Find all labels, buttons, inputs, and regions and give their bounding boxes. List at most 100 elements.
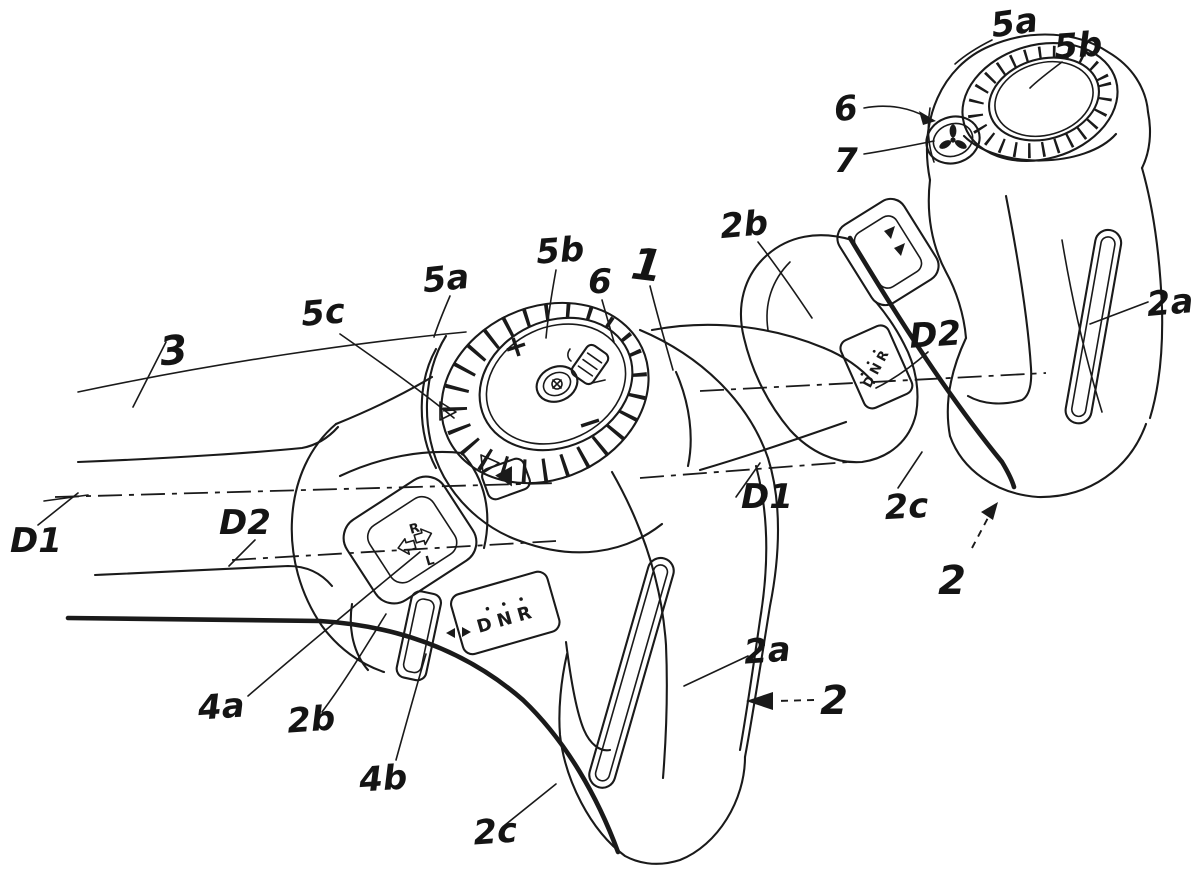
ref-label-2a-left: 2a (743, 629, 792, 672)
stripe-button-bars-icon (577, 352, 603, 377)
armrest-top-edge (76, 425, 340, 464)
left-grip-front-edge (738, 464, 768, 752)
armrest-front-edge (65, 615, 621, 855)
ref-label-2-right: 2 (938, 558, 966, 604)
dial-face-inner-edge (485, 323, 627, 445)
right-head-right-edge (1140, 110, 1152, 170)
left-groove-inner (594, 564, 669, 782)
pod-panel-right (460, 451, 489, 550)
bezel-rect-button-icon (495, 466, 512, 487)
bridge-bottom-edge (698, 420, 848, 472)
bridge-top-edge (650, 323, 826, 350)
leader-2a-right (1089, 301, 1149, 325)
axis-d1-slash (37, 492, 79, 526)
lever-3-slash (132, 341, 167, 408)
right-neck-left-edge (927, 178, 968, 340)
rotary-dial-left: + − (420, 301, 664, 554)
bezel-rect-button-body (481, 457, 531, 501)
ref-label-5a-mid: 5a (421, 257, 472, 302)
leader-2-right-dash (971, 513, 991, 549)
ref-label-d1-mid: D1 (741, 477, 793, 517)
thumb-rocker-pad (836, 197, 940, 307)
leader-6-arrowhead (919, 111, 936, 125)
right-groove-outline (1064, 228, 1123, 425)
ref-label-1: 1 (628, 238, 665, 292)
dial-dash-mark (591, 379, 606, 384)
leader-lines (247, 39, 1149, 826)
axis-d1-left (54, 482, 559, 498)
rocker-pad-shape (342, 475, 478, 605)
armrest-mid-edge (93, 564, 334, 588)
left-pod (290, 375, 489, 674)
right-head-outline (925, 33, 1150, 182)
leader-5a-mid (433, 295, 451, 338)
armrest-lever (65, 331, 621, 855)
pod-panel-top (338, 450, 464, 478)
gear-dot (519, 597, 523, 601)
dial-bezel-inner (420, 347, 438, 470)
rocker-pad-inner (366, 495, 458, 584)
left-grip-inner-edge (610, 470, 668, 780)
ref-label-7-top: 7 (834, 141, 858, 181)
right-groove-inner (1070, 236, 1116, 418)
left-grip-outer-edge (638, 328, 779, 759)
slider-arrow-left-icon (446, 628, 455, 638)
axis-d2-left-slash (228, 539, 256, 567)
leader-1 (649, 285, 674, 371)
gear-panel-right-body (839, 324, 914, 410)
ref-label-2c-right: 2c (884, 486, 930, 528)
right-front-heavy-edge (847, 235, 1017, 490)
right-body-right-edge (1140, 166, 1164, 420)
rocker-l-label: L (424, 553, 436, 570)
left-grip-thumb-hook (564, 640, 612, 752)
pod-left-edge (290, 422, 386, 674)
bezel-rect-button (481, 457, 531, 501)
dial-stripe-button (570, 343, 610, 386)
left-grip-groove (588, 556, 675, 789)
stripe-button-body (570, 343, 610, 386)
ref-label-d1-left: D1 (10, 521, 62, 561)
ref-label-5b-mid: 5b (535, 229, 586, 272)
dial-bezel-bottom (518, 522, 664, 554)
right-grip (847, 33, 1164, 499)
gear-panel-left: DNR (449, 570, 561, 656)
ref-label-4b: 4b (357, 757, 409, 800)
gear-panel-right (839, 324, 914, 410)
ref-label-2b-left: 2b (286, 698, 337, 741)
leader-d2-right (875, 351, 929, 389)
gear-dot (860, 372, 864, 376)
right-inner-opening (966, 194, 1033, 405)
right-base-left-edge (946, 336, 968, 438)
ref-label-3: 3 (157, 327, 189, 376)
rocker-pad-left: R L (342, 475, 478, 605)
leader-4b (395, 653, 427, 761)
rocker-arrow-left-icon (397, 538, 417, 556)
center-button-outer (535, 365, 579, 403)
knob-outer-ring (961, 41, 1119, 163)
leader-2b-left (321, 613, 387, 713)
axis-d2-left (231, 540, 557, 561)
right-grip-groove (1064, 228, 1123, 425)
dial-knurl-outer-ring (440, 301, 650, 485)
leader-2c-left (504, 783, 557, 826)
left-grip (558, 328, 779, 865)
ref-label-2c-left: 2c (472, 811, 518, 854)
leader-5c (339, 333, 455, 419)
center-button-icon (551, 378, 563, 390)
leader-5b-top (1029, 61, 1063, 89)
leader-4a (247, 551, 421, 697)
dial-center-button (535, 365, 579, 403)
leader-2c-right-slash (897, 451, 923, 489)
lever-3-line (77, 331, 467, 393)
thumb-rocker-arrow-down-icon (894, 243, 905, 256)
gear-panel-left-label: DNR (474, 601, 539, 638)
fan-button-inner (932, 122, 974, 158)
ref-label-6-top: 6 (832, 88, 860, 130)
thumb-rest-crease (766, 261, 791, 331)
ref-label-2a-right: 2a (1145, 281, 1195, 325)
axis-lines (37, 341, 1047, 567)
rocker-pad-outer (342, 475, 478, 605)
fan-button (925, 115, 981, 165)
center-button-inner (542, 371, 572, 397)
left-grip-bottom (558, 652, 747, 865)
